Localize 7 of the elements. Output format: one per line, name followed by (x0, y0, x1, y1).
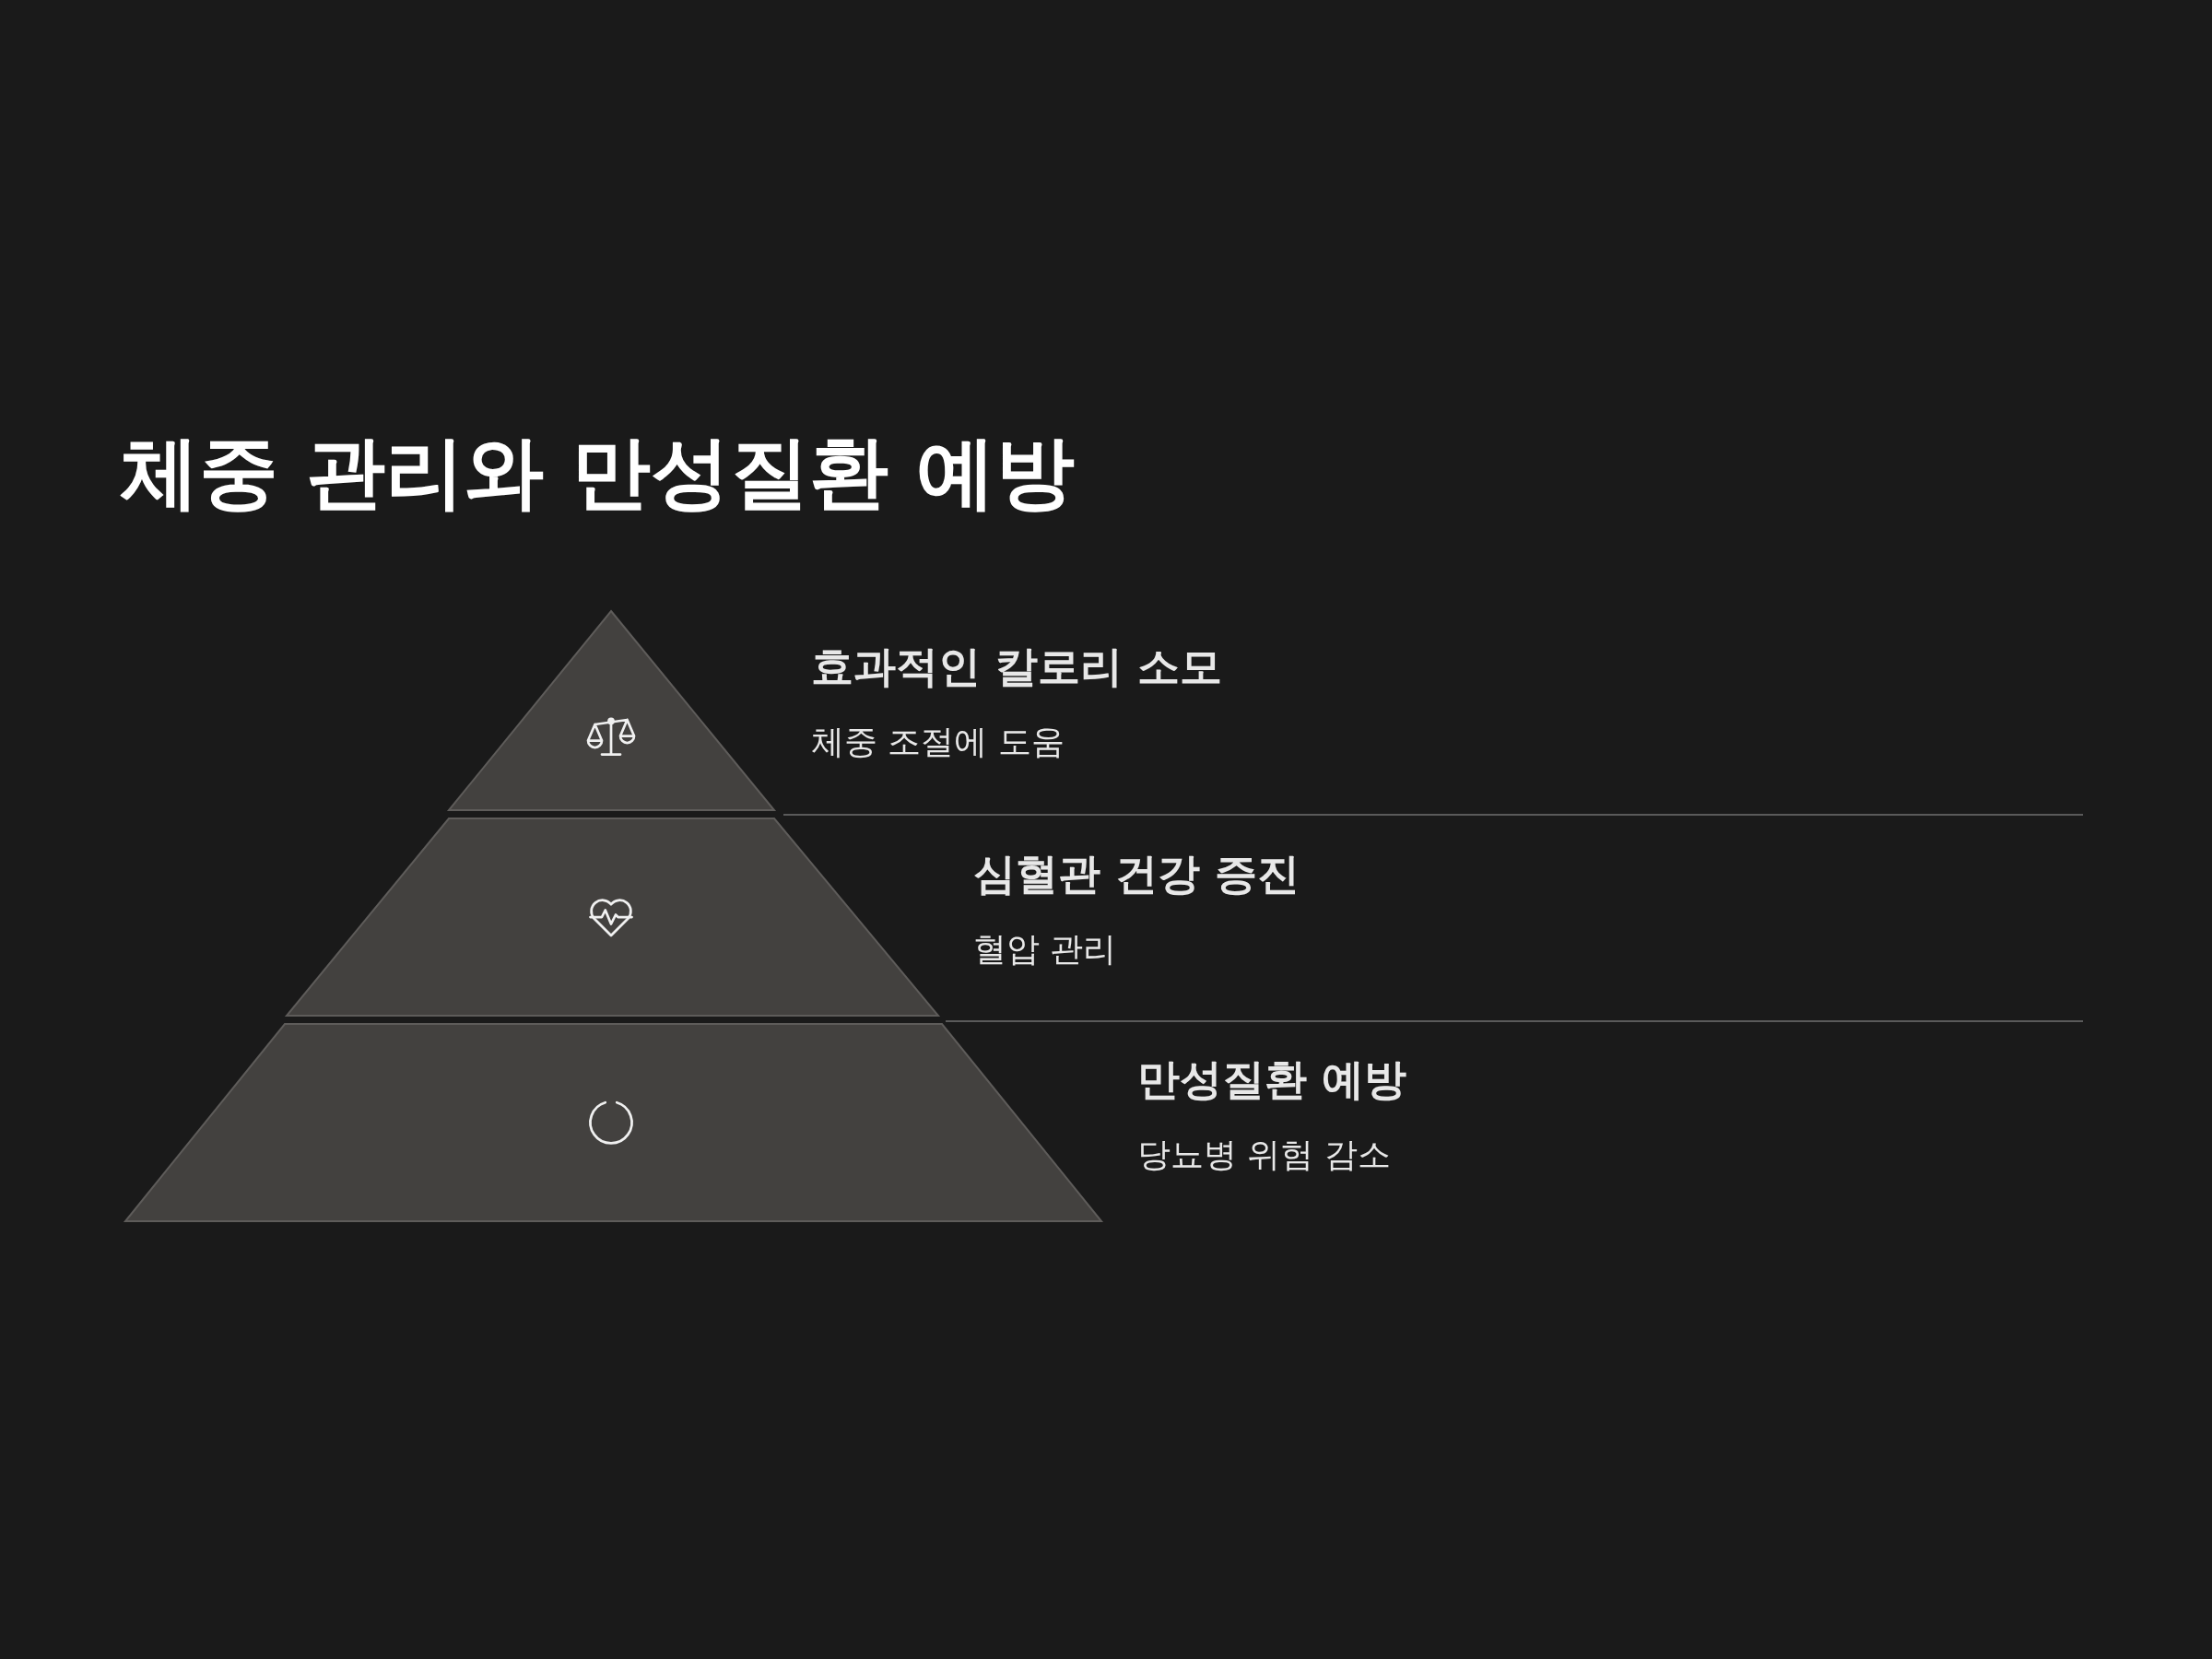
tier-description: 혈압 관리 (973, 929, 1117, 970)
tier-heading: 심혈관 건강 증진 (973, 848, 1300, 900)
tier-description: 체중 조절에 도움 (811, 722, 1065, 762)
tier-description: 당뇨병 위험 감소 (1137, 1135, 1391, 1175)
title: 체중 관리와 만성질환 예방 (120, 425, 1075, 520)
tier-heading: 효과적인 칼로리 소모 (811, 641, 1223, 693)
tier-heading: 만성질환 예방 (1137, 1053, 1406, 1106)
